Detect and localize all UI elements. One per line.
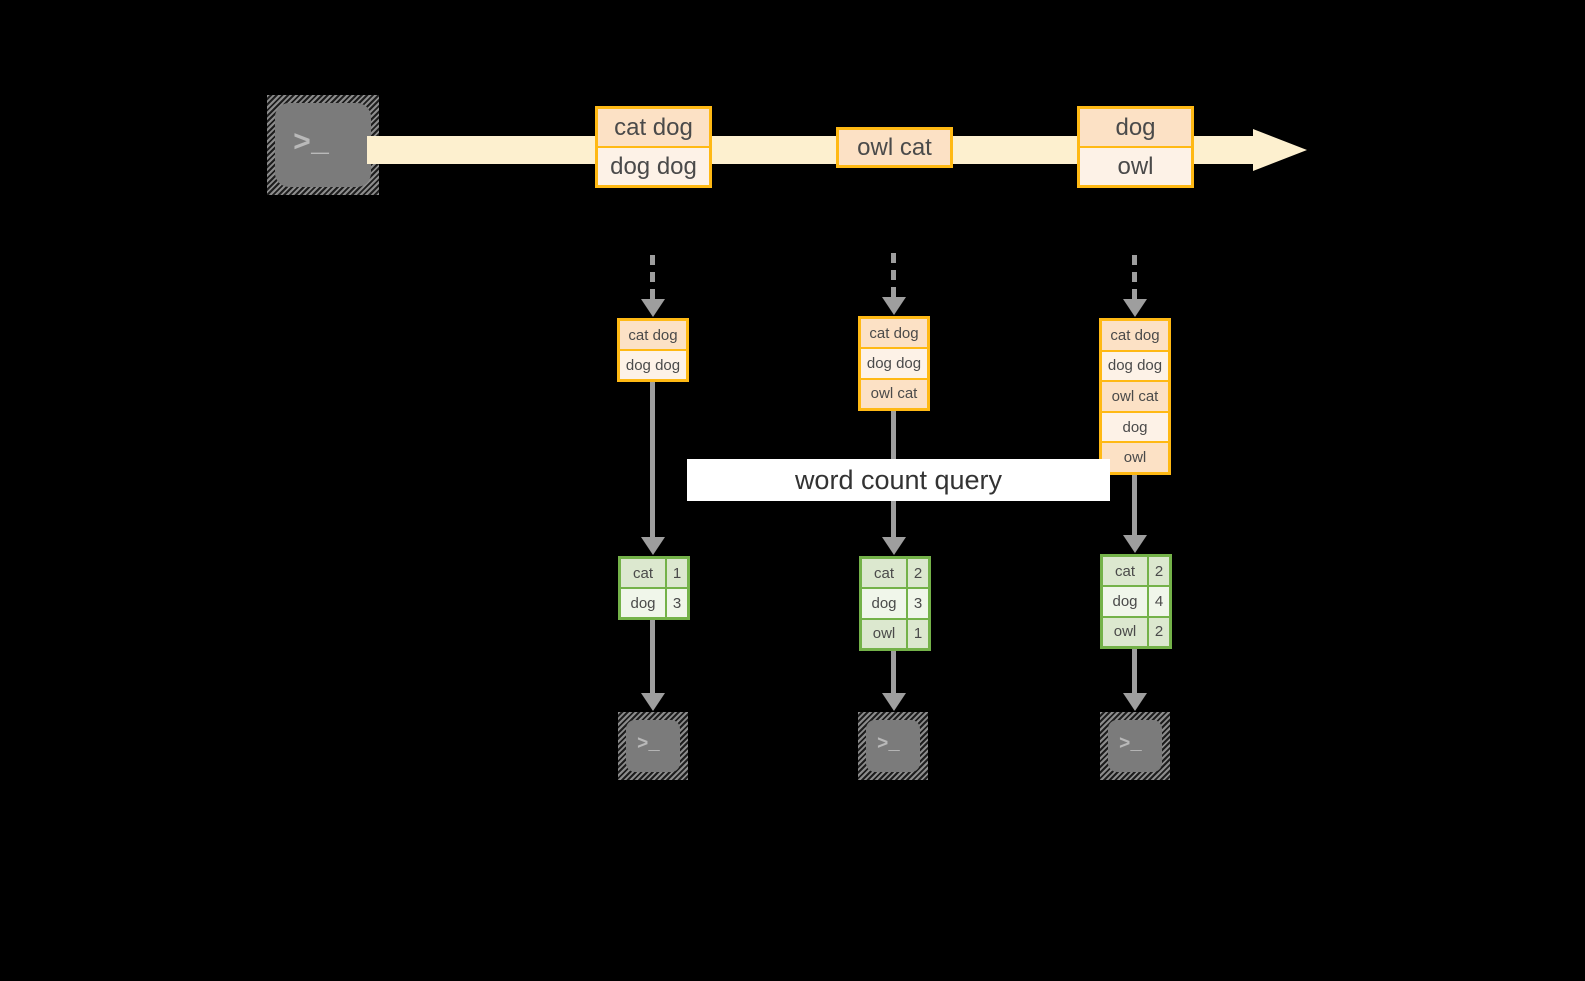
- arrow-down-icon: [1123, 535, 1147, 553]
- terminal-screen: >_: [275, 103, 371, 187]
- output-arrow-2: [882, 651, 906, 713]
- word-cell: cat: [1103, 557, 1147, 586]
- arrow-shaft: [1132, 475, 1137, 535]
- word-cell: owl: [862, 619, 906, 648]
- arrow-right-icon: [1253, 129, 1307, 171]
- count-cell: 1: [665, 559, 687, 587]
- terminal-prompt-glyph: >_: [637, 733, 660, 755]
- stream-record-2: owl cat: [836, 127, 953, 168]
- arrow-down-icon: [882, 297, 906, 315]
- record-line: dog dog: [598, 146, 709, 185]
- table-row: cat 2: [862, 559, 928, 588]
- query-arrow-3: [1123, 475, 1147, 555]
- word-count-result-3: cat 2 dog 4 owl 2: [1100, 554, 1172, 649]
- arrow-down-icon: [882, 537, 906, 555]
- sink-terminal-1: >_: [618, 712, 688, 780]
- arrow-down-icon: [641, 299, 665, 317]
- state-snapshot-3: cat dog dog dog owl cat dog owl: [1099, 318, 1171, 475]
- terminal-screen: >_: [1108, 720, 1162, 772]
- word-cell: dog: [1103, 587, 1147, 616]
- terminal-prompt-glyph: >_: [293, 127, 330, 161]
- word-cell: cat: [862, 559, 906, 588]
- snapshot-line: cat dog: [861, 319, 927, 348]
- snapshot-line: dog dog: [620, 349, 686, 379]
- record-line: cat dog: [598, 109, 709, 146]
- arrow-down-icon: [882, 693, 906, 711]
- word-cell: dog: [621, 589, 665, 617]
- arrow-shaft: [891, 651, 896, 693]
- snapshot-line: dog dog: [861, 347, 927, 378]
- arrow-shaft: [650, 382, 655, 537]
- word-cell: dog: [862, 589, 906, 618]
- feed-arrow-2: [882, 253, 906, 317]
- record-line: dog: [1080, 109, 1191, 146]
- snapshot-line: cat dog: [620, 321, 686, 349]
- count-cell: 3: [665, 589, 687, 617]
- feed-arrow-3: [1123, 255, 1147, 319]
- count-cell: 2: [906, 559, 928, 588]
- arrow-down-icon: [641, 537, 665, 555]
- arrow-down-icon: [1123, 299, 1147, 317]
- snapshot-line: owl cat: [861, 377, 927, 408]
- arrow-down-icon: [1123, 693, 1147, 711]
- feed-arrow-1: [641, 255, 665, 319]
- record-line: owl cat: [839, 130, 950, 165]
- query-label-text: word count query: [794, 464, 1003, 495]
- arrow-shaft: [650, 620, 655, 693]
- snapshot-line: owl: [1102, 441, 1168, 472]
- count-cell: 2: [1147, 617, 1169, 646]
- stream-record-3: dog owl: [1077, 106, 1194, 188]
- word-cell: owl: [1103, 617, 1147, 646]
- query-arrow-1: [641, 382, 665, 557]
- table-row: owl 1: [862, 617, 928, 648]
- snapshot-line: dog dog: [1102, 349, 1168, 381]
- state-snapshot-2: cat dog dog dog owl cat: [858, 316, 930, 411]
- query-label: word count query: [687, 459, 1110, 501]
- sink-terminal-3: >_: [1100, 712, 1170, 780]
- count-cell: 3: [906, 589, 928, 618]
- snapshot-line: owl cat: [1102, 380, 1168, 411]
- table-row: cat 1: [621, 559, 687, 587]
- arrow-shaft: [650, 255, 655, 299]
- output-arrow-3: [1123, 649, 1147, 713]
- word-count-result-2: cat 2 dog 3 owl 1: [859, 556, 931, 651]
- output-arrow-1: [641, 620, 665, 713]
- terminal-screen: >_: [626, 720, 680, 772]
- arrow-shaft: [891, 253, 896, 297]
- count-cell: 1: [906, 619, 928, 648]
- table-row: owl 2: [1103, 615, 1169, 646]
- arrow-shaft: [1132, 649, 1137, 693]
- source-terminal-icon: >_: [267, 95, 379, 195]
- word-cell: cat: [621, 559, 665, 587]
- state-snapshot-1: cat dog dog dog: [617, 318, 689, 382]
- arrow-shaft: [1132, 255, 1137, 299]
- table-row: cat 2: [1103, 557, 1169, 586]
- terminal-screen: >_: [866, 720, 920, 772]
- table-row: dog 4: [1103, 585, 1169, 616]
- snapshot-line: dog: [1102, 410, 1168, 442]
- terminal-prompt-glyph: >_: [1119, 733, 1142, 755]
- word-count-result-1: cat 1 dog 3: [618, 556, 690, 620]
- snapshot-line: cat dog: [1102, 321, 1168, 350]
- stream-record-1: cat dog dog dog: [595, 106, 712, 188]
- table-row: dog 3: [621, 587, 687, 617]
- count-cell: 2: [1147, 557, 1169, 586]
- table-row: dog 3: [862, 587, 928, 618]
- arrow-down-icon: [641, 693, 665, 711]
- record-line: owl: [1080, 146, 1191, 185]
- terminal-prompt-glyph: >_: [877, 733, 900, 755]
- count-cell: 4: [1147, 587, 1169, 616]
- sink-terminal-2: >_: [858, 712, 928, 780]
